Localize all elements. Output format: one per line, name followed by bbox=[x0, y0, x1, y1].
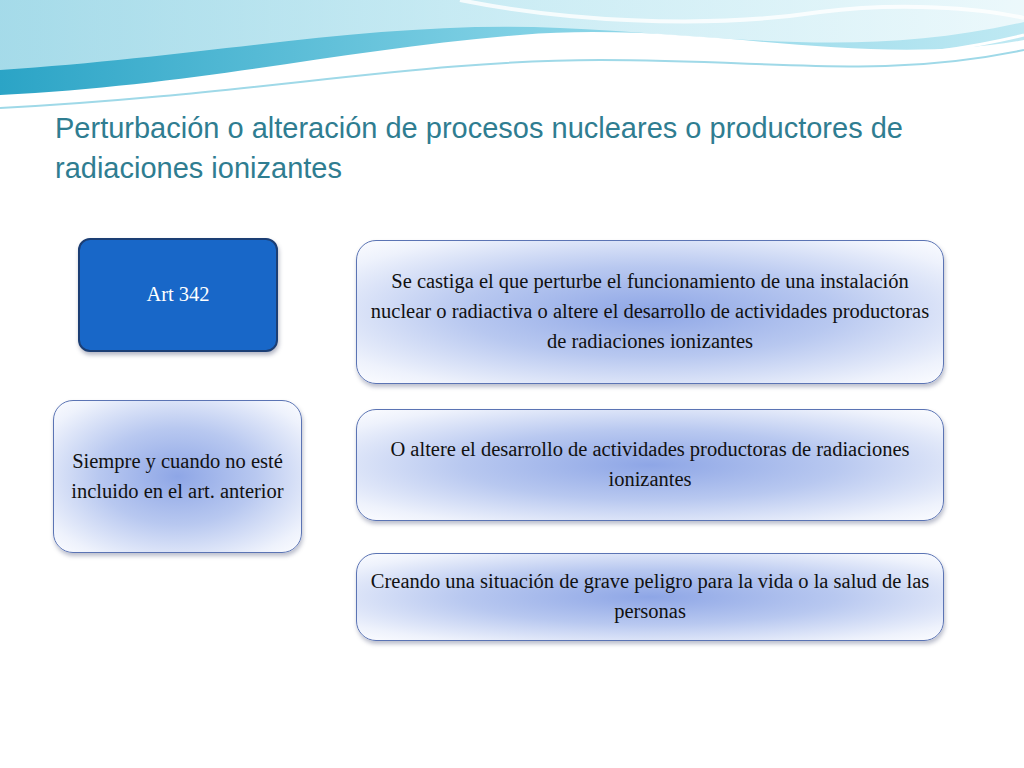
condition-box: Siempre y cuando no esté incluido en el … bbox=[53, 400, 302, 553]
statement-box: Se castiga el que perturbe el funcionami… bbox=[356, 240, 944, 384]
box-text: Art 342 bbox=[146, 280, 209, 310]
statement-box: O altere el desarrollo de actividades pr… bbox=[356, 409, 944, 521]
box-text: Se castiga el que perturbe el funcionami… bbox=[369, 267, 931, 356]
box-text: Siempre y cuando no esté incluido en el … bbox=[66, 447, 289, 506]
slide-title: Perturbación o alteración de procesos nu… bbox=[55, 108, 995, 188]
wave-banner bbox=[0, 0, 1024, 120]
box-text: Creando una situación de grave peligro p… bbox=[369, 567, 931, 626]
box-text: O altere el desarrollo de actividades pr… bbox=[369, 435, 931, 494]
article-box: Art 342 bbox=[78, 238, 278, 352]
statement-box: Creando una situación de grave peligro p… bbox=[356, 553, 944, 641]
